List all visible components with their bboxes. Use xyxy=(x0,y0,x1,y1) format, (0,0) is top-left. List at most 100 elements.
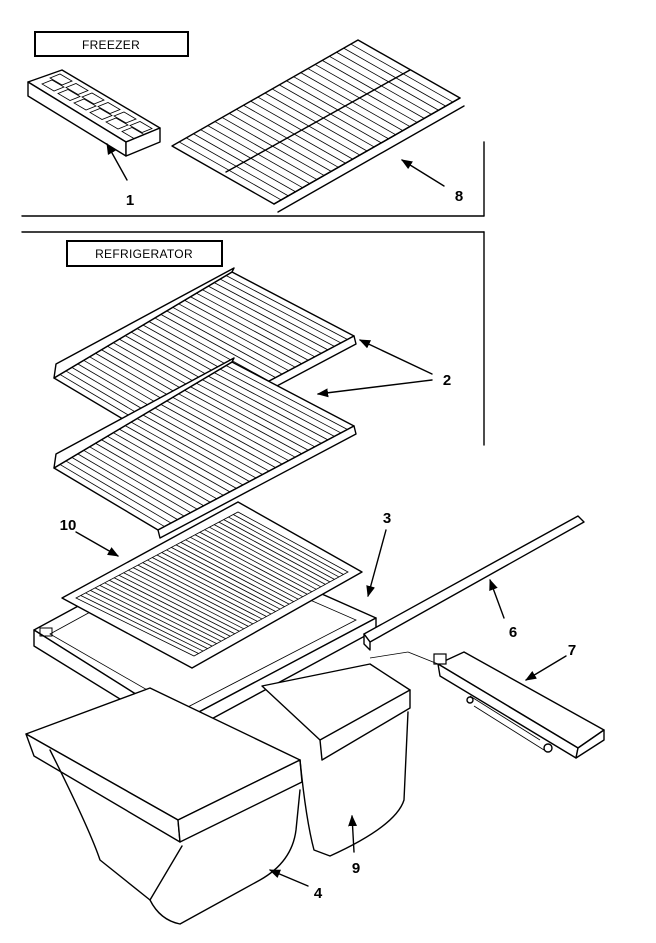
crisper-grille xyxy=(61,501,363,669)
callout-4: 4 xyxy=(314,885,323,902)
trim-strip xyxy=(363,515,585,651)
shelf-wire xyxy=(350,43,454,103)
glass-shelf-lower xyxy=(53,357,357,539)
leader-lines xyxy=(75,143,567,887)
shelf-rib xyxy=(184,299,302,365)
shelf-rib xyxy=(178,393,296,458)
grille-bar xyxy=(118,574,235,635)
shelf-rib xyxy=(214,372,335,437)
shelf-rib xyxy=(208,285,329,351)
shelf-rib xyxy=(190,296,309,361)
callout-7: 7 xyxy=(568,642,576,659)
shelf-rib xyxy=(119,428,231,493)
shelf-wire xyxy=(307,68,411,127)
freezer-label: FREEZER xyxy=(82,38,140,52)
shelf-wire xyxy=(286,80,389,140)
shelf-wire xyxy=(264,92,368,152)
shelf-rib xyxy=(148,411,263,475)
shelf-rib xyxy=(89,446,198,510)
shelf-rib xyxy=(196,382,315,448)
shelf-rib xyxy=(83,449,191,514)
shelf-wire xyxy=(221,117,325,176)
shelf-rib xyxy=(154,317,270,382)
grille-bar xyxy=(180,541,294,603)
callout-3: 3 xyxy=(383,510,391,527)
shelf-wire xyxy=(322,60,425,119)
shelf-wire xyxy=(343,47,446,107)
shelf-wire xyxy=(271,88,375,148)
shelf-rib xyxy=(107,435,217,500)
tray-cell xyxy=(49,73,73,86)
shelf-rib xyxy=(196,292,315,358)
shelf-rib xyxy=(166,400,283,465)
shelf-wire xyxy=(250,100,353,160)
shelf-wire xyxy=(279,84,382,144)
shelf-rib xyxy=(95,442,204,507)
callout-6: 6 xyxy=(509,624,517,641)
grille-bar xyxy=(90,590,208,649)
shelf-rib xyxy=(142,414,257,479)
grille-bar xyxy=(99,584,217,645)
grille-bar xyxy=(194,534,308,595)
grille-bar xyxy=(80,595,199,654)
tray-cell xyxy=(129,121,153,133)
shelf-rib xyxy=(172,306,289,372)
ice-cube-tray xyxy=(27,69,161,157)
tray-cell xyxy=(97,102,121,114)
shelf-rib xyxy=(154,407,270,472)
tray-cell xyxy=(73,98,97,111)
grille-bar xyxy=(166,549,281,610)
shelf-rib xyxy=(225,275,348,340)
freezer-label-box: FREEZER xyxy=(34,31,189,57)
shelf-wire xyxy=(243,104,346,164)
grille-bar xyxy=(233,514,344,575)
grille-bar xyxy=(213,524,326,585)
shelf-wire xyxy=(314,64,418,123)
shelf-rib xyxy=(136,418,250,482)
crisper-drawer-left xyxy=(25,687,303,925)
grille-bar xyxy=(123,572,240,632)
grille-bar xyxy=(104,582,222,642)
grille-bar xyxy=(209,526,322,588)
grille-bar xyxy=(113,577,231,637)
callout-8: 8 xyxy=(455,188,463,205)
freezer-section-frame xyxy=(21,141,485,217)
refrigerator-section-frame xyxy=(21,231,485,446)
shelf-rib xyxy=(101,439,211,503)
grille-bar xyxy=(137,564,254,625)
tray-cell xyxy=(41,79,65,92)
callout-1: 1 xyxy=(126,192,134,209)
grille-bar xyxy=(94,587,213,647)
shelf-wire xyxy=(300,72,403,131)
shelf-wire xyxy=(257,96,361,156)
grille-bar xyxy=(142,562,258,622)
tray-cell xyxy=(105,117,129,130)
grille-bar xyxy=(85,592,204,652)
grille-bar xyxy=(199,531,312,593)
shelf-rib xyxy=(225,365,348,430)
tray-cell xyxy=(121,127,145,139)
shelf-rib xyxy=(71,457,178,520)
grille-bar xyxy=(147,559,263,620)
grille-bar xyxy=(218,521,331,583)
grille-bar xyxy=(223,519,335,580)
tray-cell xyxy=(89,108,113,120)
shelf-wire xyxy=(186,137,289,197)
grille-bar xyxy=(132,567,249,627)
grille-bar xyxy=(228,516,340,578)
shelf-rib xyxy=(219,368,342,434)
shelf-wire xyxy=(207,125,310,184)
shelf-wire xyxy=(329,55,432,115)
tray-cell xyxy=(65,83,89,95)
grille-bar xyxy=(161,552,276,612)
shelf-rib xyxy=(125,425,237,489)
refrigerator-label-box: REFRIGERATOR xyxy=(66,240,223,267)
shelf-rib xyxy=(202,379,322,444)
grille-bar xyxy=(109,579,226,640)
shelf-rib xyxy=(65,460,172,524)
shelf-rib xyxy=(219,278,342,344)
shelf-wire xyxy=(236,108,339,168)
shelf-rib xyxy=(190,386,309,451)
shelf-wire xyxy=(293,76,396,136)
